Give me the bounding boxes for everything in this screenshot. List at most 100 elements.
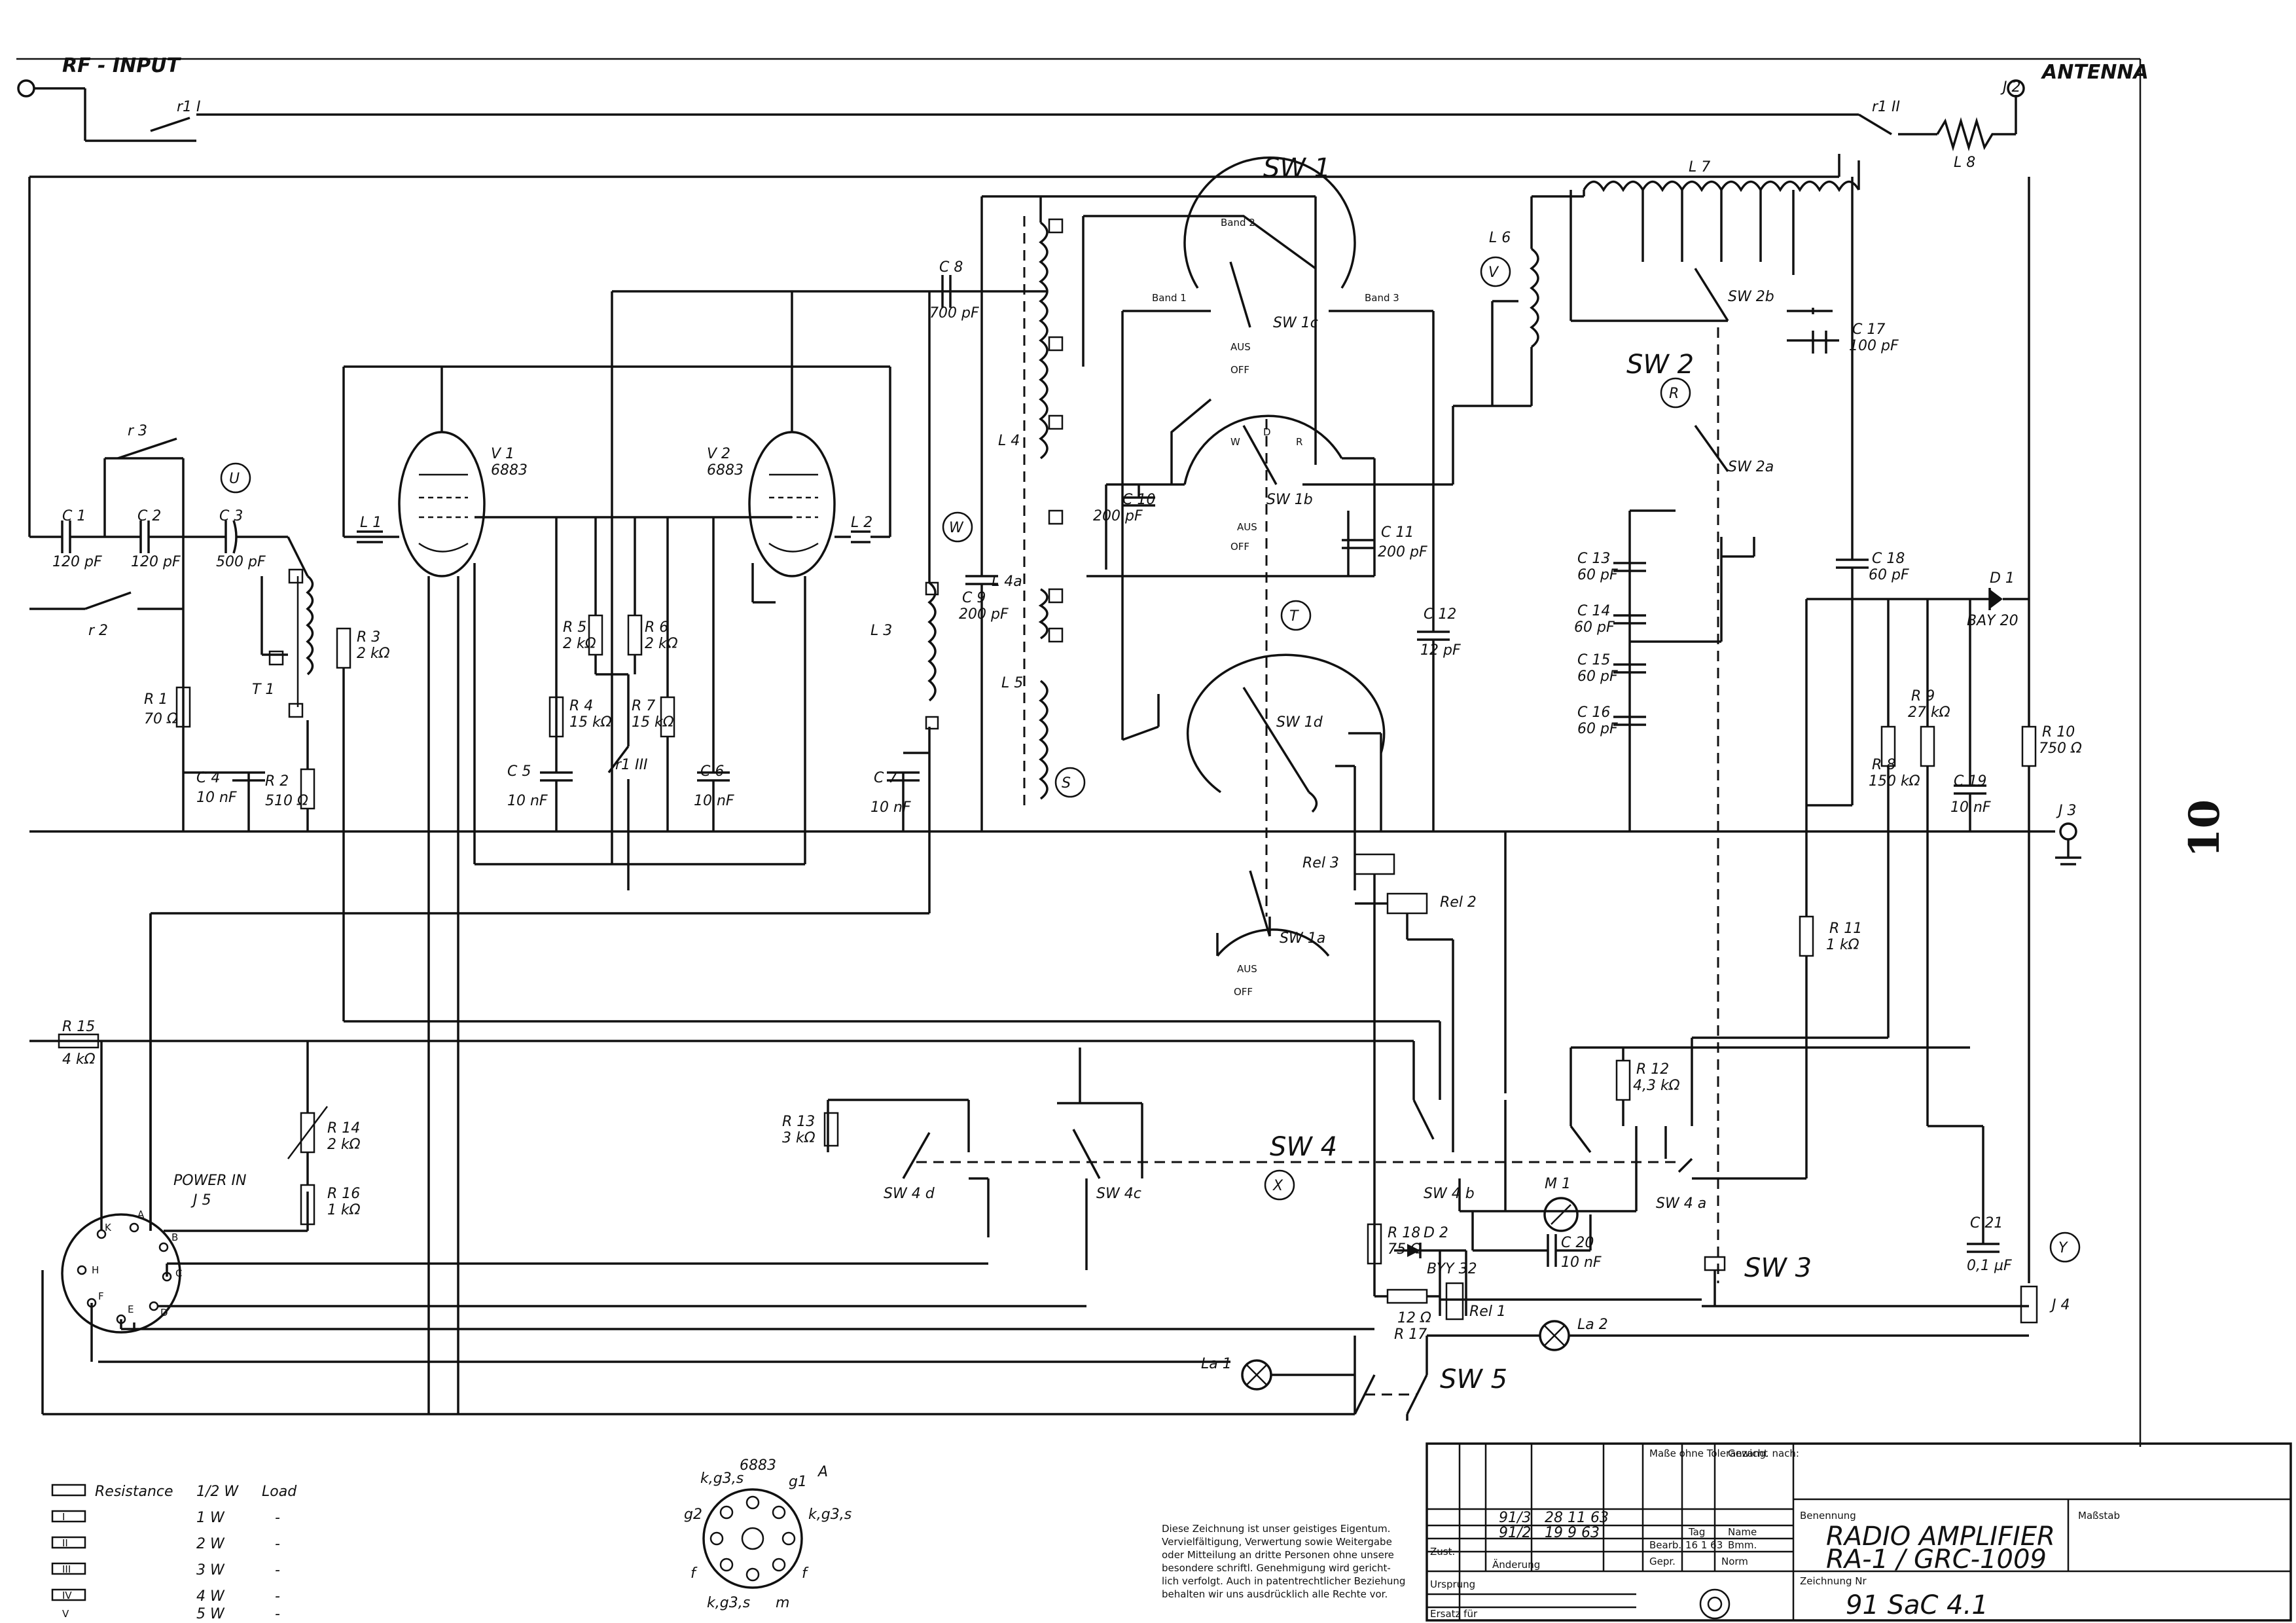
c18-value: 60 pF	[1869, 567, 1909, 583]
marker-w-label: W	[949, 520, 964, 536]
sw4d-label: SW 4 d	[884, 1186, 935, 1202]
tb-massstab-label: Maßstab	[2078, 1510, 2120, 1522]
r10-ref: R 10	[2042, 724, 2075, 740]
relay-r3-label: r 3	[128, 423, 147, 439]
marker-v-label: V	[1488, 264, 1499, 281]
j5-pin-c: C	[175, 1267, 182, 1279]
tb-rev2-date: 19 9 63	[1545, 1525, 1600, 1541]
j5-ref: J 5	[190, 1192, 211, 1209]
c9-ref: C 9	[962, 590, 986, 606]
l8-label: L 8	[1954, 155, 1975, 171]
c4-ref: C 4	[196, 770, 220, 786]
c9-value: 200 pF	[959, 606, 1009, 623]
legend-load-3: -	[275, 1562, 280, 1578]
tb-drawing-number: 91 SaC 4.1	[1846, 1590, 1988, 1620]
rel1-label: Rel 1	[1469, 1304, 1506, 1320]
marker-t-label: T	[1289, 608, 1299, 625]
tb-benennung-label: Benennung	[1800, 1510, 1856, 1522]
l3-label: L 3	[870, 623, 892, 639]
c15-ref: C 15	[1577, 652, 1610, 668]
r16-value: 1 kΩ	[327, 1202, 361, 1218]
power-wiring	[29, 831, 1970, 1126]
r14-value: 2 kΩ	[327, 1137, 361, 1153]
l6-label: L 6	[1489, 230, 1511, 246]
relay-r1b-label: r1 II	[1872, 99, 1900, 115]
marker-s-label: S	[1062, 775, 1071, 792]
c16-ref: C 16	[1577, 704, 1610, 721]
r17-value: 12 Ω	[1397, 1310, 1431, 1326]
sw1b-label: SW 1b	[1266, 492, 1313, 508]
copyright-line-2: Vervielfältigung, Verwertung sowie Weite…	[1162, 1536, 1392, 1548]
tb-rev1-date: 28 11 63	[1545, 1510, 1609, 1526]
r5-ref: R 5	[563, 619, 586, 636]
r10-value: 750 Ω	[2039, 740, 2082, 757]
r1-ref: R 1	[144, 691, 168, 708]
r8-ref: R 8	[1872, 757, 1895, 773]
c21-ref: C 21	[1970, 1215, 2003, 1231]
tube-base-pin-5: g2	[684, 1506, 702, 1523]
sw1c-aus: AUS	[1230, 341, 1251, 353]
tb-gewicht-label: Gewicht	[1728, 1448, 1768, 1459]
marker-u	[220, 462, 251, 494]
t1-label: T 1	[252, 682, 274, 698]
sw4b-label: SW 4 b	[1424, 1186, 1475, 1202]
c17-value: 100 pF	[1849, 338, 1899, 354]
tube-base-type: 6883	[740, 1457, 776, 1474]
sw1c-label: SW 1c	[1273, 315, 1318, 331]
c3-value: 500 pF	[216, 554, 266, 570]
legend-load-2: -	[275, 1536, 280, 1552]
sw1d-wafer	[1122, 653, 1386, 890]
rf-path	[17, 79, 2025, 537]
sw1-band3: Band 3	[1365, 292, 1399, 304]
r16-body	[300, 1184, 315, 1226]
la1-label: La 1	[1201, 1356, 1232, 1372]
marker-v	[1480, 256, 1511, 287]
j4-label: J 4	[2049, 1297, 2070, 1313]
m1-label: M 1	[1545, 1176, 1571, 1192]
r11-body	[1799, 915, 1814, 957]
r2-ref: R 2	[265, 773, 289, 790]
r7-ref: R 7	[632, 698, 655, 714]
marker-t	[1280, 600, 1312, 631]
legend-mark-3: III	[62, 1563, 71, 1575]
sw2-label: SW 2	[1626, 350, 1694, 380]
rel1-coil	[1445, 1282, 1464, 1321]
r17-body	[1386, 1288, 1428, 1304]
sw1c-off: OFF	[1230, 364, 1249, 376]
c6-ref: C 6	[700, 763, 724, 780]
legend-load-5: -	[275, 1606, 280, 1622]
c11-value: 200 pF	[1378, 544, 1427, 560]
marker-s	[1054, 767, 1086, 798]
r13-ref: R 13	[782, 1114, 815, 1130]
bias-network	[175, 686, 315, 831]
tb-title-line2: RA-1 / GRC-1009	[1826, 1544, 2047, 1575]
c10-value: 200 pF	[1093, 508, 1143, 524]
c4-value: 10 nF	[196, 790, 237, 806]
sw4b-wafer	[1412, 1099, 1636, 1213]
tb-bearb-label: Bearb.	[1649, 1539, 1681, 1551]
sw3-label: SW 3	[1744, 1253, 1812, 1283]
tb-ersatz-label: Ersatz für	[1430, 1608, 1478, 1620]
tb-tag-label: Tag	[1688, 1526, 1705, 1538]
c1-ref: C 1	[62, 508, 86, 524]
d2-type: BYY 32	[1427, 1261, 1477, 1277]
r12-ref: R 12	[1636, 1061, 1669, 1078]
l7-label: L 7	[1689, 159, 1710, 175]
l2-label: L 2	[851, 515, 872, 531]
c2-value: 120 pF	[131, 554, 181, 570]
r15-ref: R 15	[62, 1019, 95, 1035]
j3-label: J 3	[2056, 803, 2076, 819]
r11-ref: R 11	[1829, 921, 1862, 937]
c14-value: 60 pF	[1574, 619, 1615, 636]
legend-header-resistance: Resistance	[95, 1484, 173, 1500]
sw1b-wafer	[1086, 196, 1532, 577]
r7-value: 15 kΩ	[632, 714, 674, 731]
c5-ref: C 5	[507, 763, 531, 780]
tb-bearb-name: Bmm.	[1728, 1539, 1757, 1551]
tb-zust-label: Zust.	[1430, 1546, 1455, 1558]
l4-label: L 4	[998, 433, 1020, 449]
legend-watt-4: 4 W	[196, 1588, 225, 1605]
resistor-legend	[51, 1484, 86, 1601]
tb-gepr-label: Gepr.	[1649, 1556, 1676, 1567]
tb-title-line1: RADIO AMPLIFIER	[1826, 1522, 2055, 1552]
